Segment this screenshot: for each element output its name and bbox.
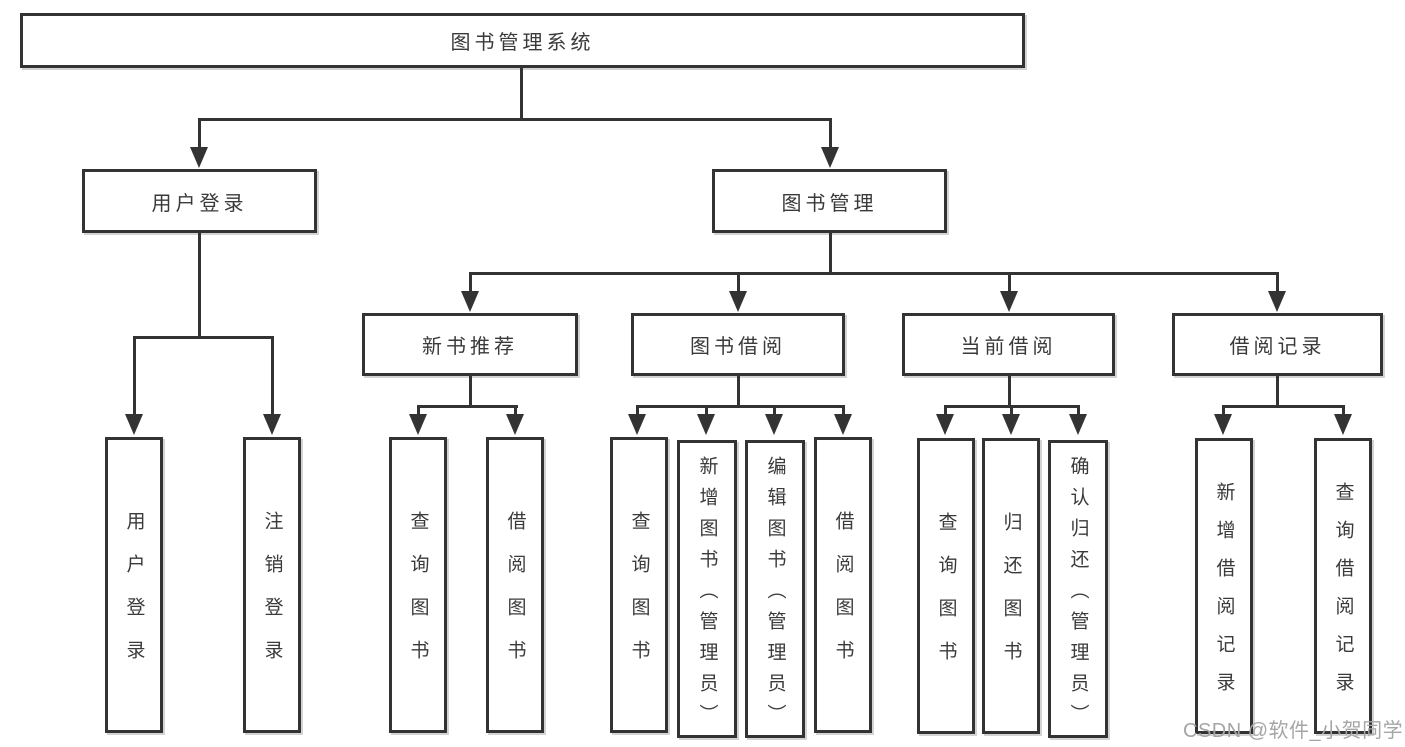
leaf-edit-books-admin: 编辑图书（管理员） xyxy=(745,440,805,738)
leaf-label: 借阅图书 xyxy=(504,511,526,683)
connector-root-vertical xyxy=(520,67,523,121)
connector-book-mgmt-horizontal xyxy=(468,272,1279,275)
connector-book-borrow-vertical xyxy=(736,376,740,408)
leaf-query-borrow-record: 查询借阅记录 xyxy=(1314,438,1372,734)
arrow-down-icon xyxy=(628,405,646,435)
node-new-book-recommend: 新书推荐 xyxy=(362,313,578,376)
leaf-return-books: 归还图书 xyxy=(982,438,1040,734)
arrow-down-icon xyxy=(936,405,954,435)
leaf-label: 确认归还（管理员） xyxy=(1067,455,1089,735)
leaf-label: 借阅图书 xyxy=(832,511,854,683)
connector-book-mgmt-vertical xyxy=(828,233,832,275)
leaf-add-books-admin: 新增图书（管理员） xyxy=(677,440,737,738)
leaf-label: 查询借阅记录 xyxy=(1332,481,1354,710)
arrow-down-icon xyxy=(125,339,143,435)
node-book-management: 图书管理 xyxy=(712,169,947,233)
leaf-label: 注销登录 xyxy=(261,511,283,683)
connector-new-books-vertical xyxy=(468,376,472,408)
arrow-down-icon xyxy=(190,118,208,168)
node-root-library-system: 图书管理系统 xyxy=(20,13,1025,68)
connector-user-login-horizontal xyxy=(132,336,274,339)
arrow-down-icon xyxy=(1334,405,1352,435)
leaf-label: 查询图书 xyxy=(935,512,957,684)
leaf-borrow-books-newbooks: 借阅图书 xyxy=(486,437,544,733)
leaf-query-books-current: 查询图书 xyxy=(917,438,975,734)
arrow-down-icon xyxy=(729,272,747,312)
leaf-borrow-books: 借阅图书 xyxy=(814,437,872,733)
arrow-down-icon xyxy=(834,405,852,435)
arrow-down-icon xyxy=(697,405,715,435)
arrow-down-icon xyxy=(765,405,783,435)
arrow-down-icon xyxy=(821,118,839,168)
leaf-label: 新增借阅记录 xyxy=(1213,481,1235,710)
arrow-down-icon xyxy=(1000,272,1018,312)
arrow-down-icon xyxy=(409,405,427,435)
connector-borrow-records-vertical xyxy=(1275,376,1279,408)
connector-new-books-horizontal xyxy=(416,405,518,408)
leaf-query-books-borrow: 查询图书 xyxy=(610,437,668,733)
arrow-down-icon xyxy=(1214,405,1232,435)
arrow-down-icon xyxy=(461,272,479,312)
arrow-down-icon xyxy=(1069,405,1087,435)
leaf-label: 归还图书 xyxy=(1000,512,1022,684)
connector-root-horizontal xyxy=(198,118,832,121)
arrow-down-icon xyxy=(263,339,281,435)
arrow-down-icon xyxy=(506,405,524,435)
csdn-watermark: CSDN @软件_小贺同学 xyxy=(1183,720,1404,742)
node-borrow-records: 借阅记录 xyxy=(1172,313,1383,376)
leaf-label: 查询图书 xyxy=(407,511,429,683)
connector-book-borrow-horizontal xyxy=(635,405,845,408)
connector-user-login-vertical xyxy=(197,233,201,339)
leaf-label: 用户登录 xyxy=(123,511,145,683)
leaf-label: 编辑图书（管理员） xyxy=(764,455,786,735)
arrow-down-icon xyxy=(1002,405,1020,435)
leaf-add-borrow-record: 新增借阅记录 xyxy=(1195,438,1253,734)
node-book-borrow: 图书借阅 xyxy=(631,313,845,376)
node-user-login: 用户登录 xyxy=(82,169,317,233)
leaf-label: 查询图书 xyxy=(628,511,650,683)
leaf-confirm-return-admin: 确认归还（管理员） xyxy=(1048,440,1108,738)
connector-current-borrow-vertical xyxy=(1007,376,1011,408)
leaf-logout: 注销登录 xyxy=(243,437,301,733)
leaf-label: 新增图书（管理员） xyxy=(696,455,718,735)
leaf-user-login: 用户登录 xyxy=(105,437,163,733)
leaf-query-books-newbooks: 查询图书 xyxy=(389,437,447,733)
node-current-borrow: 当前借阅 xyxy=(902,313,1115,376)
arrow-down-icon xyxy=(1268,272,1286,312)
connector-borrow-records-horizontal xyxy=(1221,405,1345,408)
